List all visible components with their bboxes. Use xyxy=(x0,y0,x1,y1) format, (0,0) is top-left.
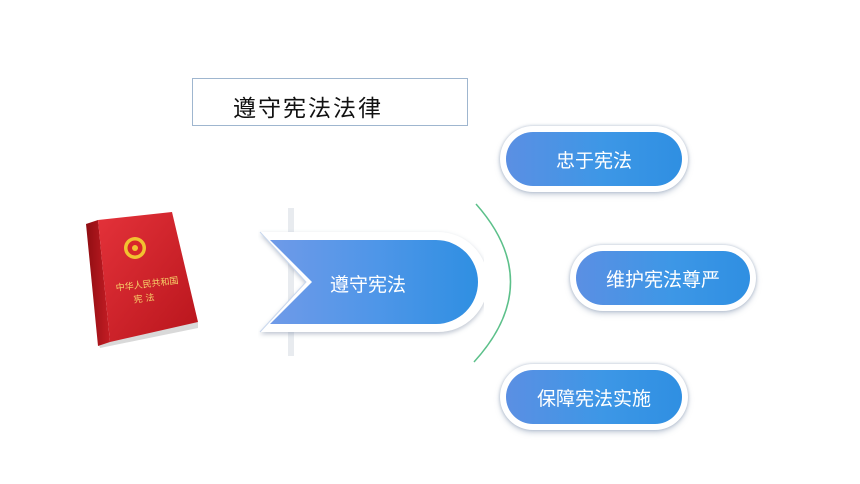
center-label: 遵守宪法 xyxy=(330,274,407,296)
title-box: 遵守宪法法律 xyxy=(192,78,468,126)
national-emblem-icon xyxy=(124,237,146,259)
branch-pill-3: 保障宪法实施 xyxy=(500,364,688,430)
branch-label-3: 保障宪法实施 xyxy=(506,370,682,424)
title-text: 遵守宪法法律 xyxy=(233,96,383,122)
connector-arc xyxy=(466,198,526,368)
constitution-book-image: 中华人民共和国 宪 法 xyxy=(80,210,210,350)
branch-label-1: 忠于宪法 xyxy=(506,132,682,186)
branch-pill-1: 忠于宪法 xyxy=(500,126,688,192)
center-banner xyxy=(258,208,488,356)
branch-pill-2: 维护宪法尊严 xyxy=(570,245,756,311)
branch-label-2: 维护宪法尊严 xyxy=(576,251,750,305)
book-cover-line2: 宪 法 xyxy=(133,291,155,305)
